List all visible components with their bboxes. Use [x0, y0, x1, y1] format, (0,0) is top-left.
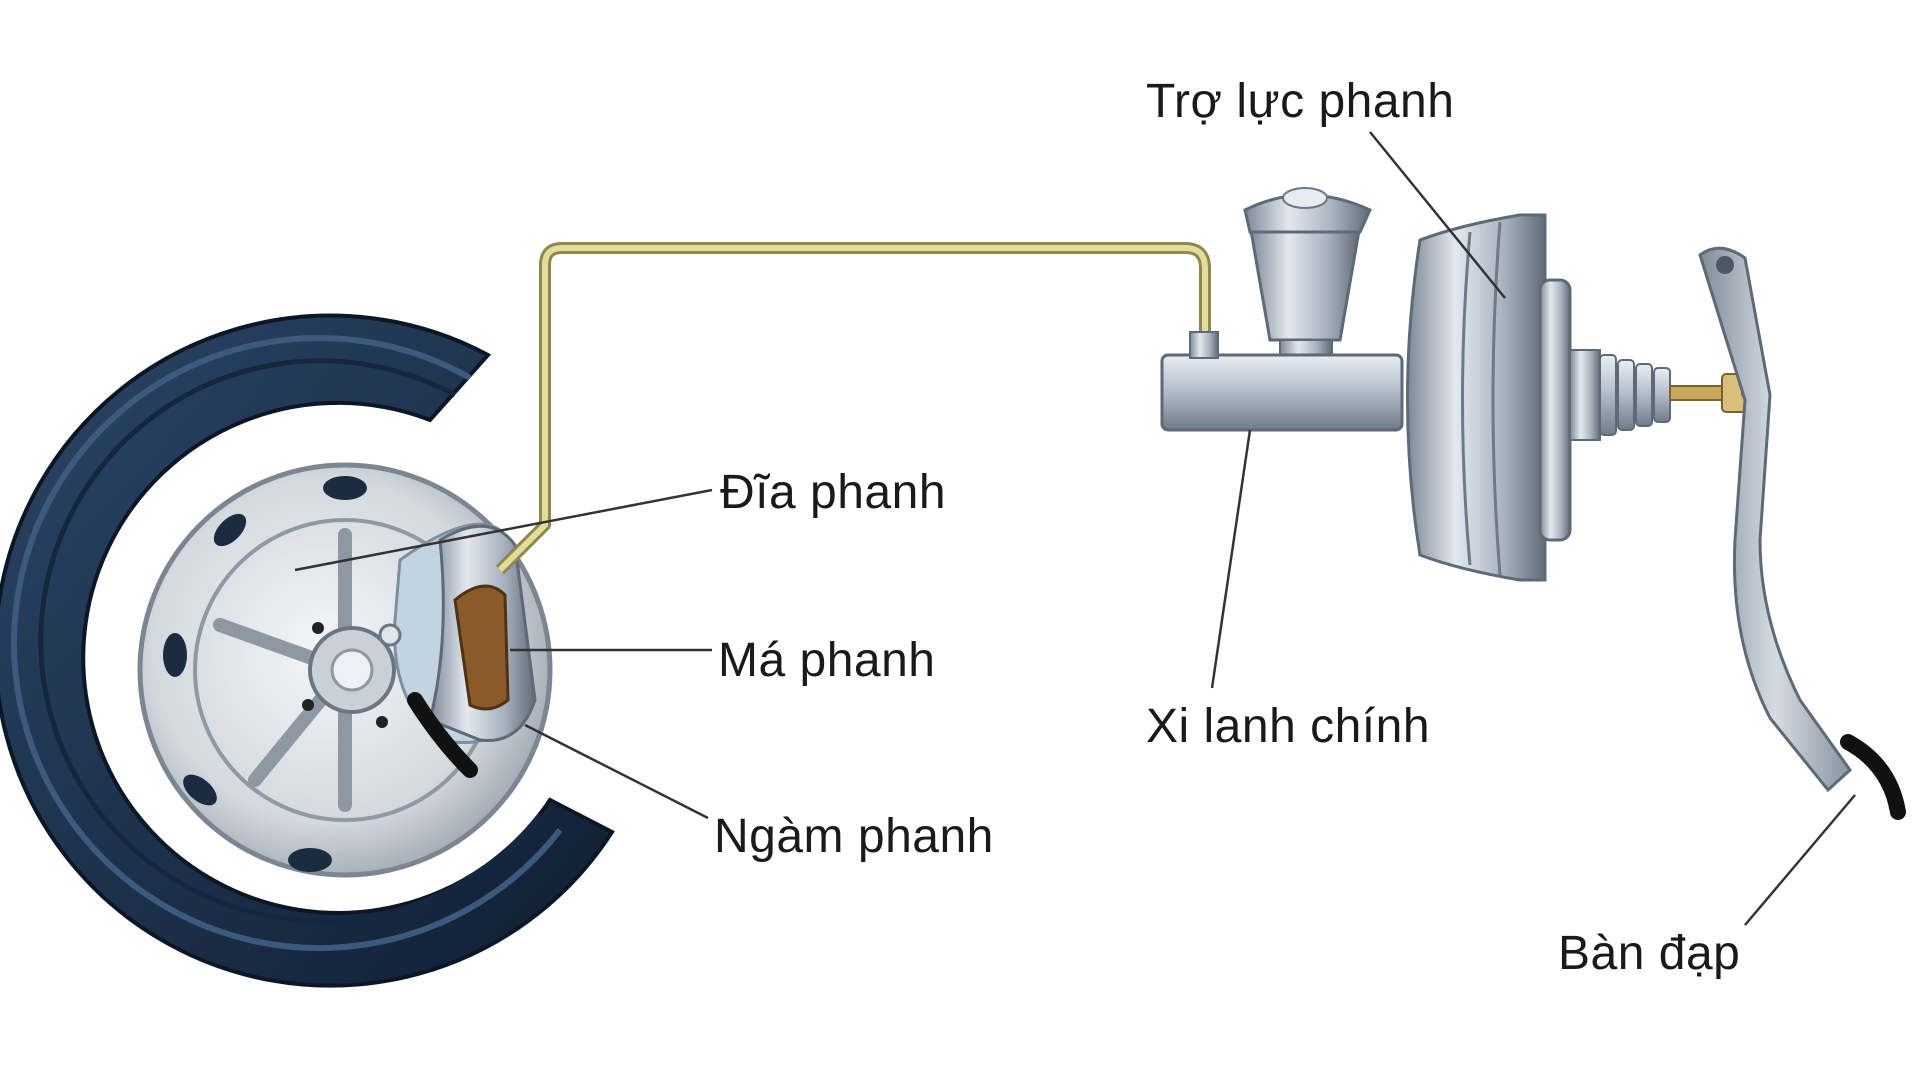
tire-groove	[38, 358, 542, 924]
caliper-bolt	[378, 623, 402, 647]
brake-pad	[453, 584, 510, 711]
pedal-pad	[1840, 734, 1906, 820]
rim-vent-holes	[163, 476, 367, 872]
brake-line	[495, 242, 1211, 575]
label-brake-disc: Đĩa phanh	[720, 466, 947, 519]
brake-line-highlight	[497, 245, 1208, 573]
label-brake-caliper: Ngàm phanh	[714, 810, 994, 863]
tire	[0, 313, 615, 988]
label-brake-pedal: Bàn đạp	[1558, 927, 1741, 980]
booster-rim	[1538, 278, 1572, 542]
label-master-cylinder: Xi lanh chính	[1146, 700, 1431, 753]
pedal-pivot	[1716, 256, 1734, 274]
leader-disc	[294, 488, 713, 572]
cylinder-body	[1160, 353, 1404, 432]
tire-tread	[11, 335, 563, 952]
caliper-hose	[407, 692, 478, 778]
leader-caliper	[524, 723, 709, 820]
leader-lines	[294, 131, 1856, 926]
leader-master	[1210, 429, 1252, 689]
label-brake-booster: Trợ lực phanh	[1146, 75, 1455, 128]
fluid-reservoir	[1248, 223, 1362, 342]
wheel-assembly	[0, 313, 615, 988]
line-fitting	[1189, 331, 1219, 359]
hub-cap	[330, 648, 374, 692]
leader-booster	[1369, 131, 1506, 299]
brake-booster	[1406, 213, 1763, 582]
booster-bellows	[1599, 354, 1671, 436]
brake-pedal	[1698, 246, 1906, 820]
master-cylinder	[1160, 187, 1404, 432]
leader-pedal	[1744, 794, 1856, 926]
label-brake-pad: Má phanh	[718, 634, 936, 687]
